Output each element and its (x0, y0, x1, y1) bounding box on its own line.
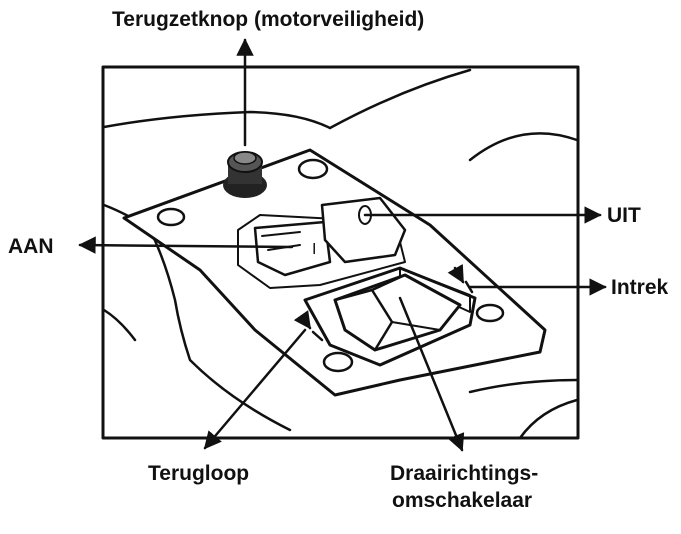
label-retract: Intrek (611, 276, 669, 299)
diagram-frame (101, 65, 580, 440)
label-direction-switch-line1: Draairichtings- (390, 462, 538, 485)
label-reverse: Terugloop (148, 462, 249, 485)
reset-knob[interactable] (223, 151, 267, 198)
leader-lines (78, 38, 607, 452)
leader-reverse (203, 328, 307, 450)
on-mark: I (312, 241, 316, 258)
label-off: UIT (607, 204, 641, 227)
base-plate (122, 148, 547, 397)
rivets (156, 158, 505, 373)
label-reset-button: Terugzetknop (motorveiligheid) (112, 8, 424, 31)
leader-on (78, 236, 294, 254)
reverse-indicator-icon (293, 310, 324, 342)
leader-direction (398, 296, 465, 452)
direction-switch[interactable] (303, 266, 477, 367)
label-direction-switch-line2: omschakelaar (392, 489, 532, 512)
label-on: AAN (8, 235, 54, 258)
